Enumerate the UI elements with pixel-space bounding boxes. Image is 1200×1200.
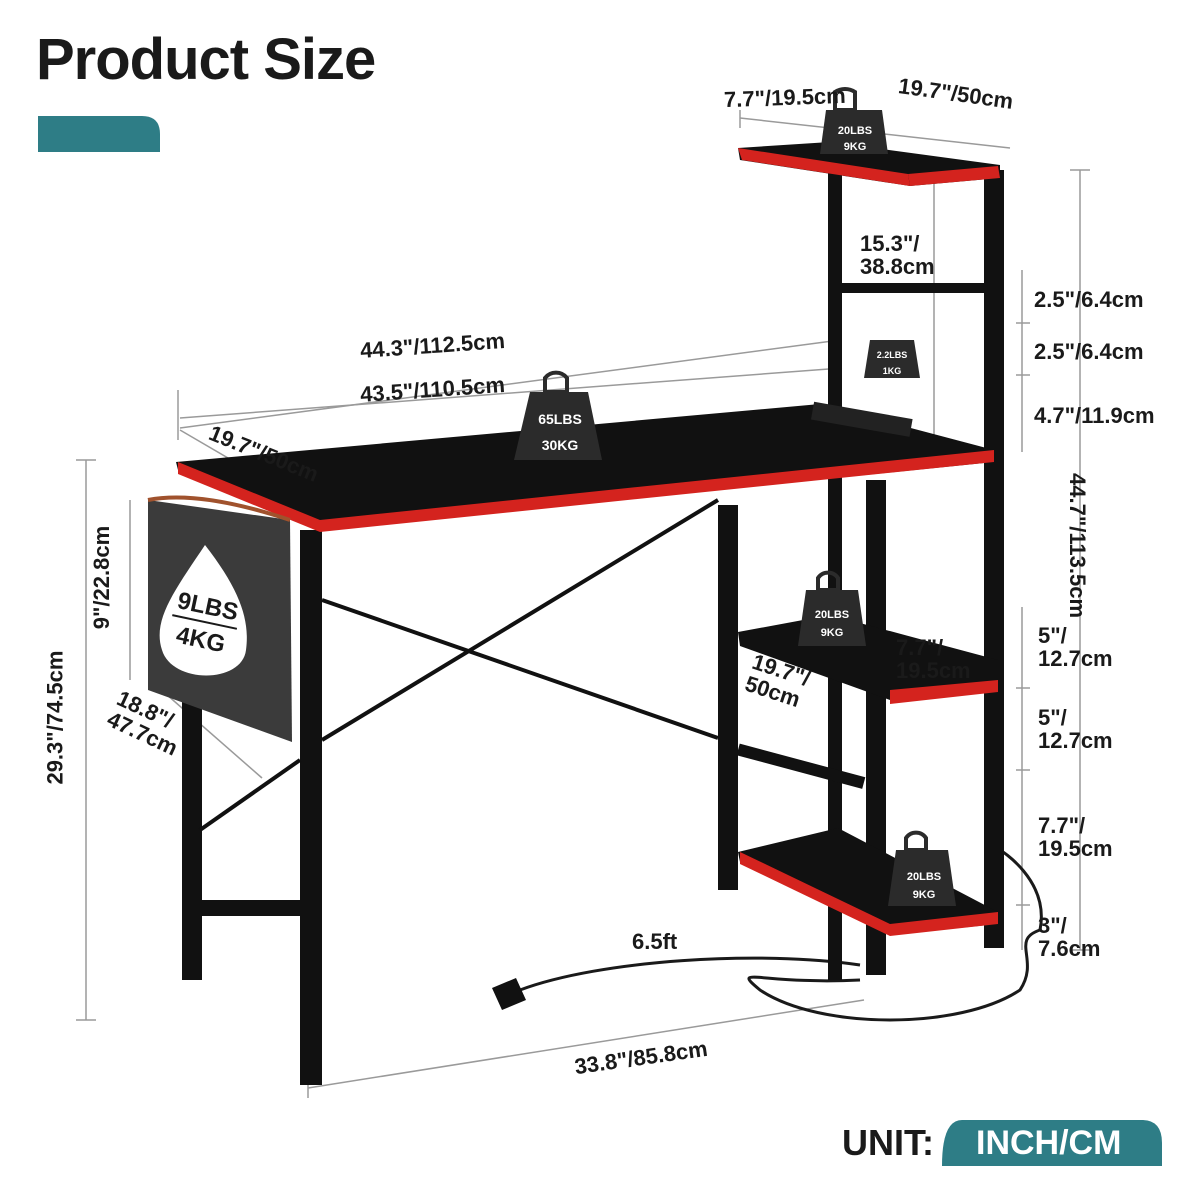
desktop	[176, 401, 994, 532]
power-cable	[747, 848, 1043, 1022]
dim-top-shelf-depth: 7.7"/19.5cm	[723, 82, 847, 113]
weight-icon-middle-shelf	[798, 570, 866, 646]
weight-middle-kg: 9KG	[821, 627, 844, 639]
dim-shelf-gap-c: 7.7"/ 19.5cm	[1038, 813, 1113, 862]
page-title: Product Size	[36, 27, 376, 92]
dim-shelf-gap-upper: 15.3"/ 38.8cm	[860, 231, 935, 280]
dim-shelf-gap-b: 5"/ 12.7cm	[1038, 705, 1113, 754]
weight-icon-bottom-shelf	[888, 830, 956, 906]
dim-lower-shelf-depth: 7.7"/ 19.5cm	[896, 635, 971, 684]
weight-bottom-lbs: 20LBS	[907, 871, 941, 883]
dim-desk-height: 29.3"/74.5cm	[42, 650, 68, 785]
unit-label: UNIT:	[842, 1122, 934, 1163]
dim-total-height: 44.7"/113.5cm	[1065, 473, 1091, 619]
plug	[492, 978, 526, 1010]
weight-icon-hook	[864, 340, 920, 378]
weight-desktop-lbs: 65LBS	[538, 411, 582, 427]
dim-hook-gap-2: 2.5"/6.4cm	[1034, 339, 1144, 364]
weight-hook-lbs: 2.2LBS	[877, 350, 908, 360]
dim-hook-gap-1: 2.5"/6.4cm	[1034, 287, 1144, 312]
weight-top-lbs: 20LBS	[838, 125, 872, 137]
bottom-shelf	[738, 828, 998, 936]
unit-pill: INCH/CM	[942, 1120, 1162, 1166]
weight-middle-lbs: 20LBS	[815, 609, 849, 621]
dim-cable-length: 6.5ft	[632, 929, 678, 954]
dim-outlet-gap: 4.7"/11.9cm	[1034, 403, 1155, 428]
weight-hook-kg: 1KG	[883, 366, 902, 376]
weight-icon-desktop	[514, 370, 602, 460]
unit-pill-shape	[942, 1120, 1162, 1166]
cross-brace	[198, 498, 720, 832]
dim-bag-height: 9"/22.8cm	[89, 525, 115, 630]
storage-bag	[147, 495, 292, 742]
weight-bottom-kg: 9KG	[913, 889, 936, 901]
unit-value: INCH/CM	[976, 1123, 1122, 1162]
unit-badge: UNIT: INCH/CM	[842, 1118, 1162, 1168]
dim-shelf-gap-a: 5"/ 12.7cm	[1038, 623, 1113, 672]
top-shelf	[738, 142, 1000, 186]
title-accent-bar	[38, 116, 160, 152]
left-frame	[182, 505, 738, 1085]
dim-shelf-gap-d: 3"/ 7.6cm	[1038, 913, 1101, 962]
weight-desktop-kg: 30KG	[542, 437, 579, 453]
weight-top-kg: 9KG	[844, 141, 867, 153]
weight-icon-top-shelf	[820, 86, 888, 154]
